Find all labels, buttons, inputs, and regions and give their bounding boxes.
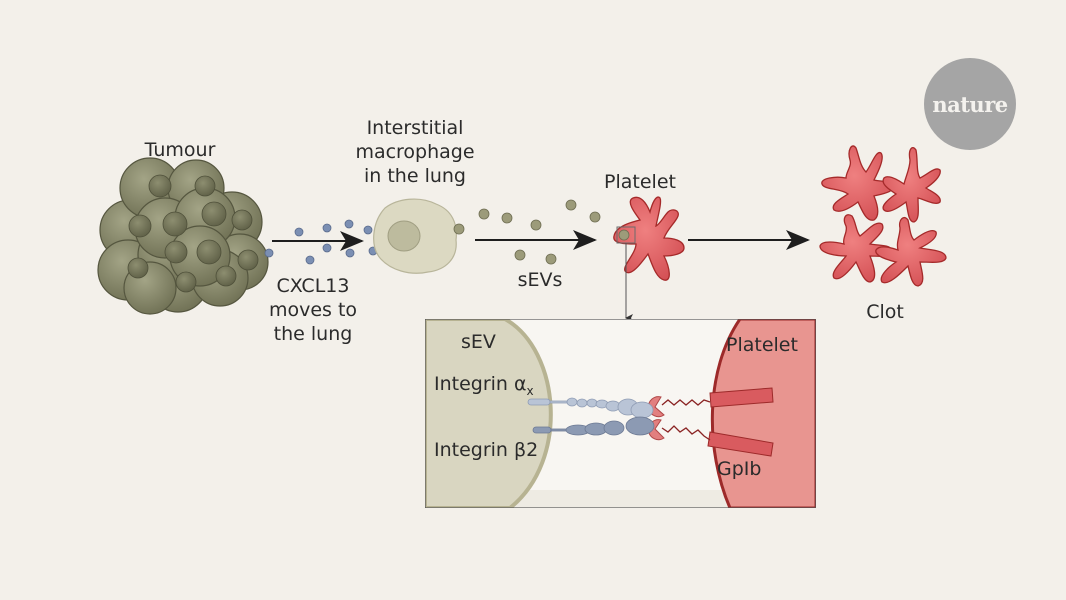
macrophage-label-line-1: Interstitial	[366, 117, 464, 139]
macrophage-nucleus	[387, 220, 421, 252]
macrophage-label: Interstitial macrophage in the lung	[350, 116, 480, 188]
gplb-tether	[661, 399, 711, 441]
integrin-alpha-x	[527, 397, 654, 419]
cxcl13-label: CXCL13 moves to the lung	[258, 274, 368, 346]
platelet-label: Platelet	[604, 171, 676, 193]
nature-logo-text: nature	[932, 91, 1008, 117]
integrin-alpha-x-label-subscript: x	[526, 383, 534, 398]
clot-label: Clot	[866, 301, 904, 323]
macrophage-cell	[373, 198, 457, 274]
cxcl13-label-line-2: moves to	[268, 299, 358, 321]
sevs-label: sEVs	[517, 269, 563, 291]
tumour-label: Tumour	[144, 139, 216, 161]
gplb-label: GpIb	[717, 458, 762, 480]
zoom-callout	[616, 226, 636, 322]
inset-sev-label: sEV	[461, 331, 496, 353]
cxcl13-molecules	[264, 219, 378, 265]
integrin-alpha-x-label: Integrin αx	[434, 372, 534, 403]
tumour-cluster	[97, 157, 269, 315]
cxcl13-label-line-3: the lung	[273, 323, 353, 345]
macrophage-label-line-2: macrophage	[355, 141, 475, 163]
platelet-cell	[613, 196, 685, 281]
tumour-nucleus	[127, 174, 259, 293]
inset-panel	[425, 319, 816, 508]
nature-logo: nature	[924, 58, 1016, 150]
integrin-beta-2-label: Integrin β2	[434, 439, 539, 461]
integrin-beta-2	[532, 416, 655, 436]
inset-sev-membrane	[425, 319, 553, 508]
gplb-receptor	[707, 387, 774, 457]
cxcl13-label-line-1: CXCL13	[276, 275, 350, 297]
sev-particles	[453, 199, 601, 265]
inset-platelet-label: Platelet	[726, 334, 798, 356]
integrin-alpha-x-label-base: Integrin α	[434, 373, 527, 395]
macrophage-label-line-3: in the lung	[363, 165, 466, 187]
clot-cluster	[819, 145, 947, 287]
